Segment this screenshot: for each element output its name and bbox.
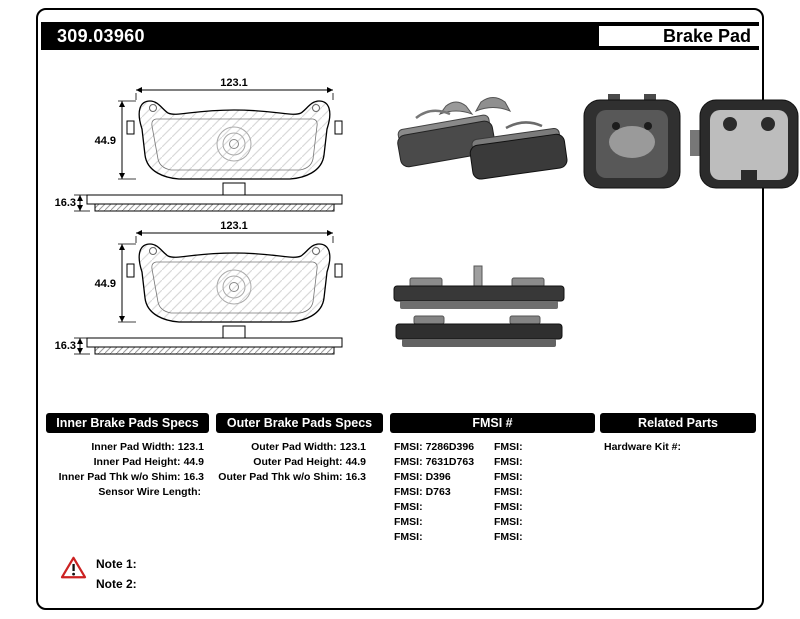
header-bar: 309.03960 Brake Pad — [41, 22, 759, 50]
related-row: Hardware Kit #: — [604, 441, 682, 453]
inner-specs-column: Inner Pad Width:123.1 Inner Pad Height:4… — [46, 440, 204, 500]
spec-row: Outer Pad Height:44.9 — [253, 456, 366, 468]
outer-height-dim: 44.9 — [95, 278, 116, 290]
drawing-inner-pad: 123.1 44.9 16.3 — [55, 77, 343, 212]
fmsi-column-2: FMSI: FMSI: FMSI: FMSI: FMSI: FMSI: FMSI… — [494, 440, 592, 545]
inner-width-dim: 123.1 — [220, 77, 248, 89]
inner-thickness-dim: 16.3 — [55, 197, 76, 209]
technical-drawings: 123.1 44.9 16.3 123.1 44.9 — [55, 77, 343, 355]
related-parts-header: Related Parts — [600, 413, 756, 433]
fmsi-row: FMSI: — [494, 516, 523, 528]
spec-sheet-page: 309.03960 Brake Pad — [36, 8, 799, 610]
fmsi-row: FMSI: — [394, 516, 423, 528]
drawing-outer-pad: 123.1 44.9 16.3 — [55, 220, 343, 355]
outer-specs-header: Outer Brake Pads Specs — [216, 413, 383, 433]
fmsi-row: FMSI:7286D396 — [394, 441, 475, 453]
spec-row: Inner Pad Thk w/o Shim:16.3 — [58, 471, 204, 483]
product-photo-pads-rear — [583, 94, 799, 189]
fmsi-row: FMSI: — [394, 531, 423, 543]
fmsi-row: FMSI:7631D763 — [394, 456, 475, 468]
note-1: Note 1: — [96, 557, 137, 571]
fmsi-row: FMSI: — [494, 456, 523, 468]
fmsi-row: FMSI:D396 — [394, 471, 451, 483]
product-name: Brake Pad — [599, 22, 759, 50]
fmsi-row: FMSI: — [494, 486, 523, 498]
related-parts-column: Hardware Kit #: — [604, 440, 754, 455]
fmsi-row: FMSI:D763 — [394, 486, 451, 498]
outer-specs-column: Outer Pad Width:123.1 Outer Pad Height:4… — [216, 440, 366, 485]
fmsi-column-1: FMSI:7286D396 FMSI:7631D763 FMSI:D396 FM… — [394, 440, 492, 545]
spec-row: Inner Pad Height:44.9 — [93, 456, 204, 468]
spec-row: Outer Pad Thk w/o Shim:16.3 — [218, 471, 366, 483]
spec-row: Sensor Wire Length: — [98, 486, 201, 498]
warning-icon — [60, 556, 87, 579]
spec-row: Outer Pad Width:123.1 — [251, 441, 366, 453]
outer-width-dim: 123.1 — [220, 220, 248, 232]
outer-thickness-dim: 16.3 — [55, 340, 76, 352]
product-photo-exploded-pads — [397, 97, 568, 180]
fmsi-row: FMSI: — [494, 531, 523, 543]
part-number: 309.03960 — [41, 22, 599, 50]
note-2: Note 2: — [96, 577, 137, 591]
fmsi-row: FMSI: — [494, 501, 523, 513]
inner-specs-header: Inner Brake Pads Specs — [46, 413, 209, 433]
fmsi-header: FMSI # — [390, 413, 595, 433]
fmsi-row: FMSI: — [494, 441, 523, 453]
spec-row: Inner Pad Width:123.1 — [91, 441, 204, 453]
fmsi-row: FMSI: — [394, 501, 423, 513]
product-photo-pads-edge — [393, 265, 565, 347]
fmsi-row: FMSI: — [494, 471, 523, 483]
inner-height-dim: 44.9 — [95, 135, 116, 147]
